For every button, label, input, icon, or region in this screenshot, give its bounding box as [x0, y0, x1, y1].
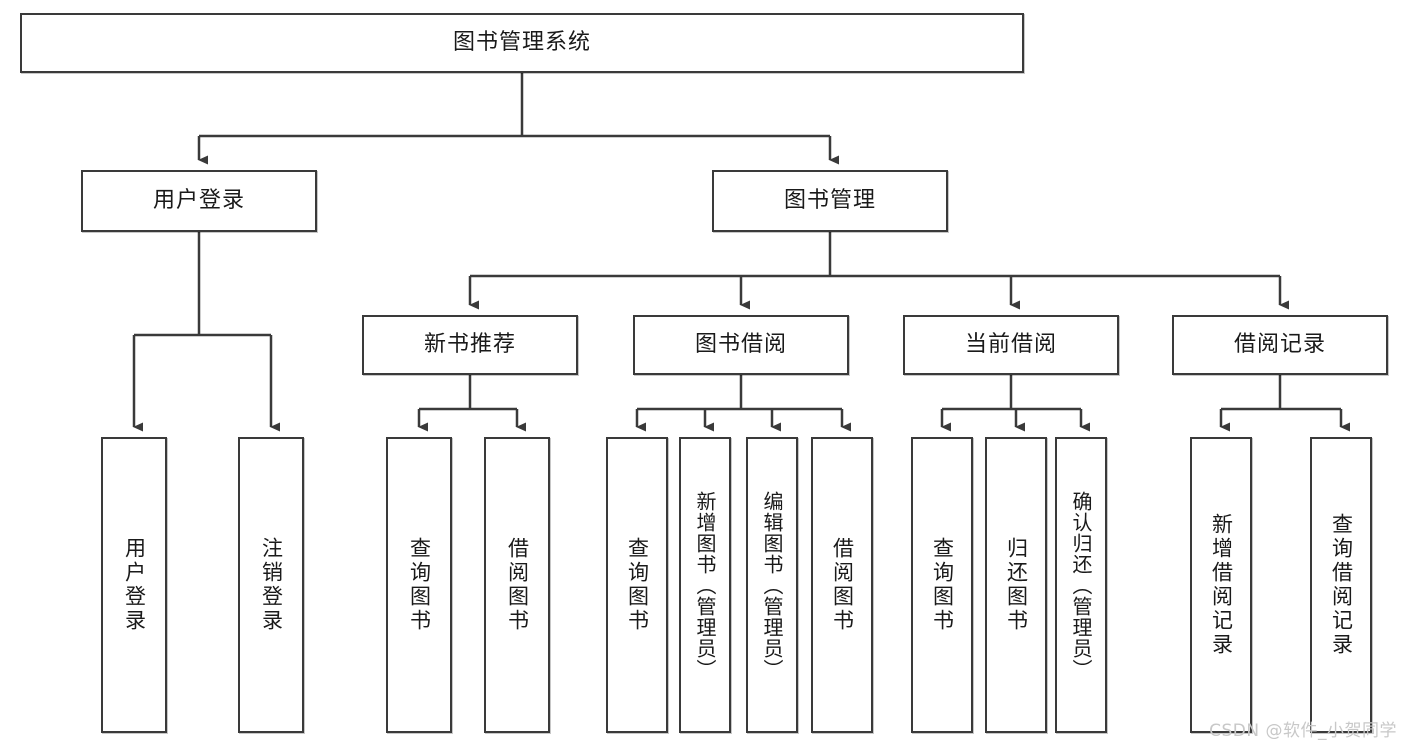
node-user-login-label: 用户登录 [152, 187, 245, 213]
csdn-watermark: CSDN @软件_小贺同学 [1209, 721, 1397, 741]
leaf-query-book-borrow-label: 查询图书 [625, 537, 650, 633]
leaf-add-book[interactable]: 新增图书（管理员） [679, 437, 731, 733]
leaf-borrow-book-rec-label: 借阅图书 [505, 537, 530, 633]
node-book-borrow[interactable]: 图书借阅 [633, 315, 849, 375]
leaf-query-book-cur[interactable]: 查询图书 [911, 437, 973, 733]
leaf-add-book-label: 新增图书（管理员） [693, 490, 717, 680]
node-borrow-record-label: 借阅记录 [1233, 331, 1326, 357]
leaf-return-book-label: 归还图书 [1004, 537, 1029, 633]
leaf-query-book-borrow[interactable]: 查询图书 [606, 437, 668, 733]
node-new-book-rec[interactable]: 新书推荐 [362, 315, 578, 375]
leaf-query-book-rec[interactable]: 查询图书 [386, 437, 452, 733]
leaf-borrow-book-rec[interactable]: 借阅图书 [484, 437, 550, 733]
leaf-add-record-label: 新增借阅记录 [1209, 513, 1234, 657]
leaf-query-record[interactable]: 查询借阅记录 [1310, 437, 1372, 733]
node-book-manage-label: 图书管理 [783, 187, 876, 213]
leaf-logout-label: 注销登录 [259, 537, 284, 633]
leaf-logout[interactable]: 注销登录 [238, 437, 304, 733]
leaf-query-book-rec-label: 查询图书 [407, 537, 432, 633]
node-book-manage[interactable]: 图书管理 [712, 170, 948, 232]
node-borrow-record[interactable]: 借阅记录 [1172, 315, 1388, 375]
leaf-user-login-label: 用户登录 [122, 537, 147, 633]
leaf-borrow-book-label: 借阅图书 [830, 537, 855, 633]
leaf-borrow-book[interactable]: 借阅图书 [811, 437, 873, 733]
leaf-edit-book[interactable]: 编辑图书（管理员） [746, 437, 798, 733]
node-new-book-rec-label: 新书推荐 [423, 331, 516, 357]
leaf-confirm-return-label: 确认归还（管理员） [1069, 490, 1093, 680]
leaf-confirm-return[interactable]: 确认归还（管理员） [1055, 437, 1107, 733]
node-book-borrow-label: 图书借阅 [694, 331, 787, 357]
leaf-user-login[interactable]: 用户登录 [101, 437, 167, 733]
node-root[interactable]: 图书管理系统 [20, 13, 1024, 73]
node-root-label: 图书管理系统 [452, 29, 591, 55]
leaf-add-record[interactable]: 新增借阅记录 [1190, 437, 1252, 733]
node-current-borrow[interactable]: 当前借阅 [903, 315, 1119, 375]
leaf-query-book-cur-label: 查询图书 [930, 537, 955, 633]
leaf-query-record-label: 查询借阅记录 [1329, 513, 1354, 657]
node-current-borrow-label: 当前借阅 [964, 331, 1057, 357]
leaf-return-book[interactable]: 归还图书 [985, 437, 1047, 733]
node-user-login[interactable]: 用户登录 [81, 170, 317, 232]
leaf-edit-book-label: 编辑图书（管理员） [760, 490, 784, 680]
